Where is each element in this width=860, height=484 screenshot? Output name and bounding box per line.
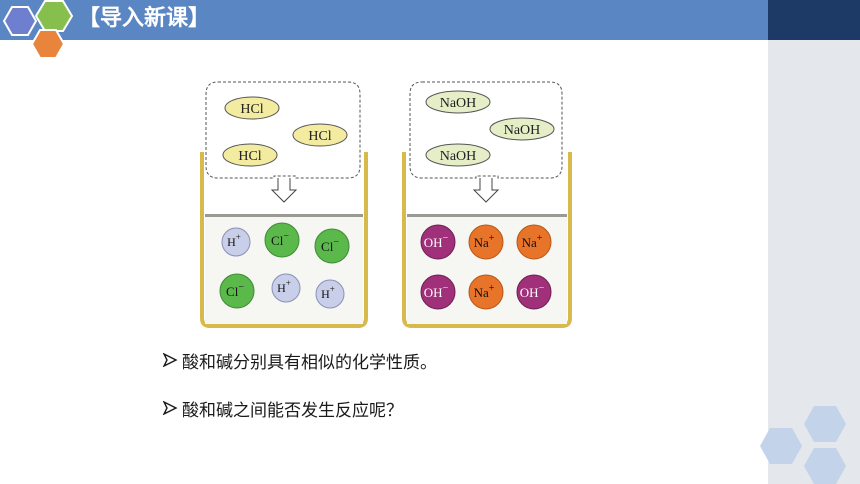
ion-na-plus: Na+ [516, 224, 552, 260]
acid-beaker: HCl HCl HCl H+ Cl− Cl− Cl− H+ [200, 81, 368, 328]
ion-oh-minus: OH− [420, 224, 456, 260]
svg-text:NaOH: NaOH [504, 123, 541, 138]
bullet-text: 酸和碱分别具有相似的化学性质。 [182, 352, 437, 373]
ion-cl-minus: Cl− [219, 273, 255, 309]
ion-na-plus: Na+ [468, 224, 504, 260]
ion-h-plus: H+ [271, 273, 301, 303]
bullet-item: 酸和碱分别具有相似的化学性质。 [162, 346, 437, 374]
ion-oh-minus: OH− [516, 274, 552, 310]
svg-text:OH−: OH− [520, 283, 545, 300]
base-molecule: NaOH [425, 143, 491, 167]
ion-cl-minus: Cl− [264, 222, 300, 258]
hexagon-decoration-icon [760, 406, 846, 484]
svg-text:H+: H+ [277, 278, 291, 295]
svg-text:NaOH: NaOH [440, 149, 477, 164]
ion-na-plus: Na+ [468, 274, 504, 310]
acid-molecule: HCl [222, 143, 278, 167]
svg-text:HCl: HCl [240, 102, 263, 117]
ion-oh-minus: OH− [420, 274, 456, 310]
svg-text:H+: H+ [227, 232, 241, 249]
header-bar [0, 0, 768, 40]
ion-h-plus: H+ [221, 227, 251, 257]
bullet-list: 酸和碱分别具有相似的化学性质。 酸和碱之间能否发生反应呢？ [162, 346, 437, 442]
svg-text:Cl−: Cl− [226, 282, 244, 299]
svg-text:OH−: OH− [424, 283, 449, 300]
header-dark-block [768, 0, 860, 40]
base-beaker: NaOH NaOH NaOH OH− Na+ Na+ OH− Na+ [402, 81, 572, 328]
arrow-bullet-icon [162, 401, 178, 415]
svg-text:Cl−: Cl− [271, 231, 289, 248]
svg-text:Na+: Na+ [474, 233, 495, 250]
acid-molecule: HCl [292, 123, 348, 147]
base-molecule: NaOH [425, 90, 491, 114]
page-title: 【导入新课】 [78, 6, 211, 31]
acid-molecule: HCl [224, 96, 280, 120]
acid-base-ions-figure: HCl HCl HCl H+ Cl− Cl− Cl− H+ [200, 81, 572, 328]
svg-text:HCl: HCl [238, 149, 261, 164]
svg-text:H+: H+ [321, 284, 335, 301]
bullet-item: 酸和碱之间能否发生反应呢？ [162, 394, 437, 422]
svg-text:NaOH: NaOH [440, 96, 477, 111]
svg-text:Cl−: Cl− [321, 237, 339, 254]
svg-text:HCl: HCl [308, 129, 331, 144]
ion-h-plus: H+ [315, 279, 345, 309]
bullet-text: 酸和碱之间能否发生反应呢？ [182, 400, 403, 421]
svg-text:Na+: Na+ [474, 283, 495, 300]
arrow-bullet-icon [162, 353, 178, 367]
ion-cl-minus: Cl− [314, 228, 350, 264]
base-molecule: NaOH [489, 117, 555, 141]
svg-text:Na+: Na+ [522, 233, 543, 250]
svg-text:OH−: OH− [424, 233, 449, 250]
hexagon-logo-icon [2, 0, 74, 59]
